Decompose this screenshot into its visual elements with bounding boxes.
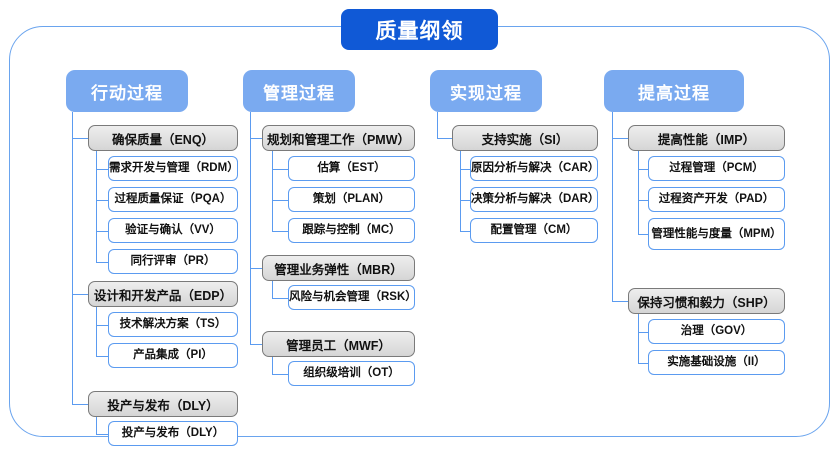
column-header-implement[interactable]: 实现过程 <box>430 70 542 112</box>
connector-subspine-edp <box>96 307 98 356</box>
leaf-box-pi[interactable]: 产品集成（PI） <box>108 343 238 368</box>
connector-stub-col2-g3 <box>250 344 263 346</box>
connector-leaf-mc <box>272 231 289 233</box>
connector-subspine-si <box>460 151 462 231</box>
group-box-shp[interactable]: 保持习惯和毅力（SHP） <box>628 288 785 314</box>
connector-leaf-pi <box>96 356 109 358</box>
leaf-box-dar[interactable]: 决策分析与解决（DAR） <box>470 187 599 212</box>
group-box-edp[interactable]: 设计和开发产品（EDP） <box>88 281 238 307</box>
leaf-box-cm[interactable]: 配置管理（CM） <box>470 218 598 243</box>
leaf-box-mc[interactable]: 跟踪与控制（MC） <box>288 218 415 243</box>
connector-stub-col4-g1 <box>612 138 629 140</box>
leaf-box-pqa[interactable]: 过程质量保证（PQA） <box>108 187 238 212</box>
leaf-box-pcm[interactable]: 过程管理（PCM） <box>648 156 785 181</box>
leaf-box-est[interactable]: 估算（EST） <box>288 156 415 181</box>
group-box-si[interactable]: 支持实施（SI） <box>452 125 598 151</box>
leaf-box-rsk[interactable]: 风险与机会管理（RSK） <box>288 285 417 310</box>
group-box-dly[interactable]: 投产与发布（DLY） <box>88 391 238 417</box>
connector-spine-col2 <box>250 112 252 344</box>
leaf-box-rdm[interactable]: 需求开发与管理（RDM） <box>108 156 239 181</box>
group-box-mwf[interactable]: 管理员工（MWF） <box>262 331 415 357</box>
column-header-improve[interactable]: 提高过程 <box>604 70 744 112</box>
connector-spine-col1 <box>72 112 74 404</box>
connector-leaf-dar <box>460 200 471 202</box>
connector-stub-col2-g1 <box>250 138 263 140</box>
column-header-action[interactable]: 行动过程 <box>66 70 188 112</box>
connector-subspine-pmw <box>272 151 274 231</box>
group-box-imp[interactable]: 提高性能（IMP） <box>628 125 785 151</box>
connector-spine-col3 <box>437 112 439 138</box>
connector-leaf-cm <box>460 231 471 233</box>
leaf-box-ts[interactable]: 技术解决方案（TS） <box>108 312 238 337</box>
leaf-box-gov[interactable]: 治理（GOV） <box>648 319 785 344</box>
connector-spine-col4 <box>612 112 614 302</box>
connector-leaf-dly <box>96 434 109 436</box>
connector-subspine-imp <box>638 151 640 234</box>
leaf-box-mpm[interactable]: 管理性能与度量（MPM） <box>648 218 785 250</box>
connector-stub-col1-g3 <box>72 404 89 406</box>
group-box-pmw[interactable]: 规划和管理工作（PMW） <box>262 125 415 151</box>
connector-subspine-mwf <box>272 357 274 375</box>
connector-subspine-shp <box>638 314 640 363</box>
leaf-box-plan[interactable]: 策划（PLAN） <box>288 187 415 212</box>
connector-leaf-ot <box>272 374 289 376</box>
connector-subspine-mbr <box>272 281 274 299</box>
connector-leaf-car <box>460 169 471 171</box>
connector-subspine-enq <box>96 151 98 262</box>
leaf-box-vv[interactable]: 验证与确认（VV） <box>108 218 238 243</box>
connector-subspine-dly <box>96 417 98 435</box>
connector-stub-col2-g2 <box>250 268 263 270</box>
column-header-manage[interactable]: 管理过程 <box>243 70 355 112</box>
connector-stub-col3-g1 <box>437 138 453 140</box>
leaf-box-pr[interactable]: 同行评审（PR） <box>108 249 238 274</box>
connector-leaf-est <box>272 169 289 171</box>
connector-stub-col1-g2 <box>72 294 89 296</box>
connector-leaf-pad <box>638 200 649 202</box>
leaf-box-dly[interactable]: 投产与发布（DLY） <box>108 421 238 446</box>
connector-leaf-pqa <box>96 200 109 202</box>
connector-leaf-ts <box>96 325 109 327</box>
connector-stub-col4-g2 <box>612 301 629 303</box>
connector-leaf-pr <box>96 262 109 264</box>
connector-leaf-gov <box>638 332 649 334</box>
leaf-box-ot[interactable]: 组织级培训（OT） <box>288 361 415 386</box>
connector-leaf-pcm <box>638 169 649 171</box>
connector-leaf-rdm <box>96 169 109 171</box>
connector-leaf-vv <box>96 231 109 233</box>
group-box-enq[interactable]: 确保质量（ENQ） <box>88 125 238 151</box>
leaf-box-pad[interactable]: 过程资产开发（PAD） <box>648 187 785 212</box>
connector-leaf-rsk <box>272 298 289 300</box>
connector-stub-col1-g1 <box>72 138 89 140</box>
connector-leaf-mpm <box>638 234 649 236</box>
leaf-box-ii[interactable]: 实施基础设施（II） <box>648 350 785 375</box>
group-box-mbr[interactable]: 管理业务弹性（MBR） <box>262 255 415 281</box>
root-title-badge: 质量纲领 <box>341 9 498 50</box>
connector-leaf-ii <box>638 363 649 365</box>
leaf-box-car[interactable]: 原因分析与解决（CAR） <box>470 156 599 181</box>
connector-leaf-plan <box>272 200 289 202</box>
